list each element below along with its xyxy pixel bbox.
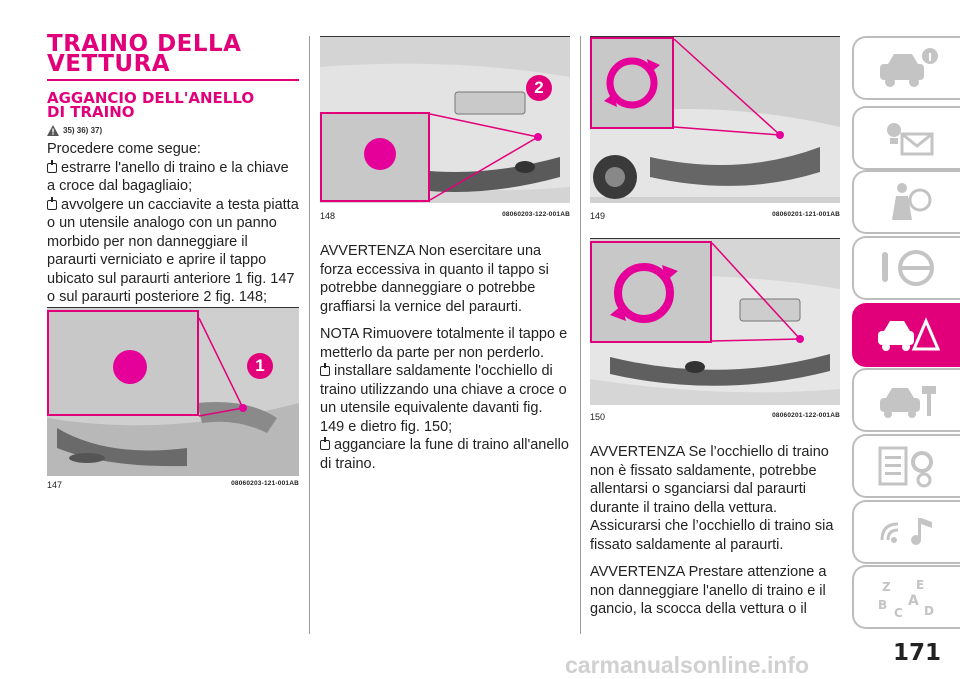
figure-150-caption: 150 08060201-122-001AB <box>590 412 840 422</box>
column-1: TRAINO DELLA VETTURA AGGANCIO DELL'ANELL… <box>47 0 299 307</box>
page-number: 171 <box>893 640 942 666</box>
step-4-text: agganciare la fune di traino all'anello … <box>320 437 569 472</box>
leader-line <box>711 242 804 343</box>
callout-2: 2 <box>526 75 552 101</box>
figure-number: 147 <box>47 480 63 490</box>
warning-3: AVVERTENZA Prestare attenzione a non dan… <box>590 564 827 617</box>
alphabetical-index-icon: Z E B A C D <box>878 578 934 619</box>
figure-149-caption: 149 08060201-121-001AB <box>590 211 840 221</box>
airbag-safety-icon <box>892 183 932 220</box>
tab-starting-driving[interactable] <box>852 236 960 300</box>
note: NOTA Rimuovere totalmente il tappo e met… <box>320 326 568 361</box>
figure-number: 149 <box>590 211 606 221</box>
tab-index[interactable]: Z E B A C D <box>852 565 960 629</box>
step-4: agganciare la fune di traino all'anello … <box>320 436 570 473</box>
watermark: carmanualsonline.info <box>565 652 810 678</box>
svg-text:E: E <box>916 578 924 592</box>
bullet-icon <box>47 159 57 173</box>
figure-number: 148 <box>320 211 336 221</box>
tow-cap-marker <box>113 350 147 384</box>
step-1: estrarre l'anello di traino e la chiave … <box>47 159 299 196</box>
intro-text: Procedere come segue: <box>47 141 201 157</box>
leader-line <box>429 113 542 201</box>
figure-147-caption: 147 08060203-121-001AB <box>47 480 299 490</box>
column-2: AVVERTENZA Non esercitare una forza ecce… <box>320 242 570 473</box>
title-line-2: VETTURA <box>47 51 171 77</box>
svg-text:B: B <box>878 598 887 612</box>
rotate-arrows-icon <box>610 263 678 323</box>
step-1-text: estrarre l'anello di traino e la chiave … <box>47 159 289 195</box>
step-2-text: avvolgere un cacciavite a testa piatta o… <box>47 196 299 306</box>
warning-references: 35) 36) 37) <box>47 125 299 136</box>
svg-text:Z: Z <box>882 580 891 594</box>
detail-inset <box>590 241 712 343</box>
bullet-icon <box>47 196 57 210</box>
step-3-text: installare saldamente l'occhiello di tra… <box>320 363 567 435</box>
svg-text:D: D <box>924 604 934 618</box>
steering-wheel-icon <box>882 250 934 286</box>
rotate-arrows-icon <box>604 57 660 109</box>
tab-safety[interactable] <box>852 170 960 234</box>
column-divider-1 <box>309 36 310 634</box>
warning-1: AVVERTENZA Non esercitare una forza ecce… <box>320 243 549 315</box>
multimedia-icon <box>880 518 932 545</box>
svg-text:C: C <box>894 606 903 619</box>
figure-148: 2 <box>320 36 570 203</box>
tab-multimedia[interactable] <box>852 500 960 564</box>
dashboard-lights-icon <box>887 123 934 156</box>
figure-148-caption: 148 08060203-122-001AB <box>320 211 570 221</box>
subsection-title: AGGANCIO DELL'ANELLO DI TRAINO <box>47 89 299 121</box>
tab-knowing-car[interactable] <box>852 36 960 100</box>
column-divider-2 <box>580 36 581 634</box>
figure-code: 08060203-122-001AB <box>502 211 570 218</box>
car-service-icon <box>880 386 936 418</box>
car-info-icon <box>880 48 938 87</box>
column-3: AVVERTENZA Se l’occhiello di traino non … <box>590 443 838 619</box>
bullet-icon <box>320 363 330 376</box>
section-title: TRAINO DELLA VETTURA <box>47 31 299 77</box>
tab-technical-data[interactable] <box>852 434 960 498</box>
refs-text: 35) 36) 37) <box>63 126 103 135</box>
figure-code: 08060201-121-001AB <box>772 211 840 218</box>
warning-2: AVVERTENZA Se l’occhiello di traino non … <box>590 444 834 553</box>
svg-text:A: A <box>908 593 919 609</box>
technical-data-icon <box>878 446 933 488</box>
warning-triangle-icon <box>47 125 59 136</box>
callout-1: 1 <box>247 353 273 379</box>
tab-emergency[interactable] <box>852 303 960 367</box>
emergency-breakdown-icon <box>878 317 941 351</box>
figure-150 <box>590 238 840 405</box>
detail-inset <box>47 310 199 416</box>
tow-cap-marker <box>364 138 396 170</box>
detail-inset <box>590 37 674 129</box>
tab-dashboard[interactable] <box>852 106 960 170</box>
figure-147: 1 <box>47 307 299 476</box>
bullet-icon <box>320 437 330 450</box>
tab-maintenance[interactable] <box>852 368 960 432</box>
leader-line <box>673 38 784 139</box>
figure-149 <box>590 36 840 203</box>
figure-code: 08060201-122-001AB <box>772 412 840 419</box>
subtitle-line-1: AGGANCIO DELL'ANELLO <box>47 89 255 107</box>
figure-number: 150 <box>590 412 606 422</box>
subtitle-line-2: DI TRAINO <box>47 103 135 121</box>
leader-line <box>198 317 247 417</box>
step-3: installare saldamente l'occhiello di tra… <box>320 362 570 436</box>
detail-inset <box>320 112 430 202</box>
figure-code: 08060203-121-001AB <box>231 480 299 487</box>
step-2: avvolgere un cacciavite a testa piatta o… <box>47 196 299 307</box>
title-line-1: TRAINO DELLA <box>47 31 242 57</box>
title-rule <box>47 79 299 81</box>
